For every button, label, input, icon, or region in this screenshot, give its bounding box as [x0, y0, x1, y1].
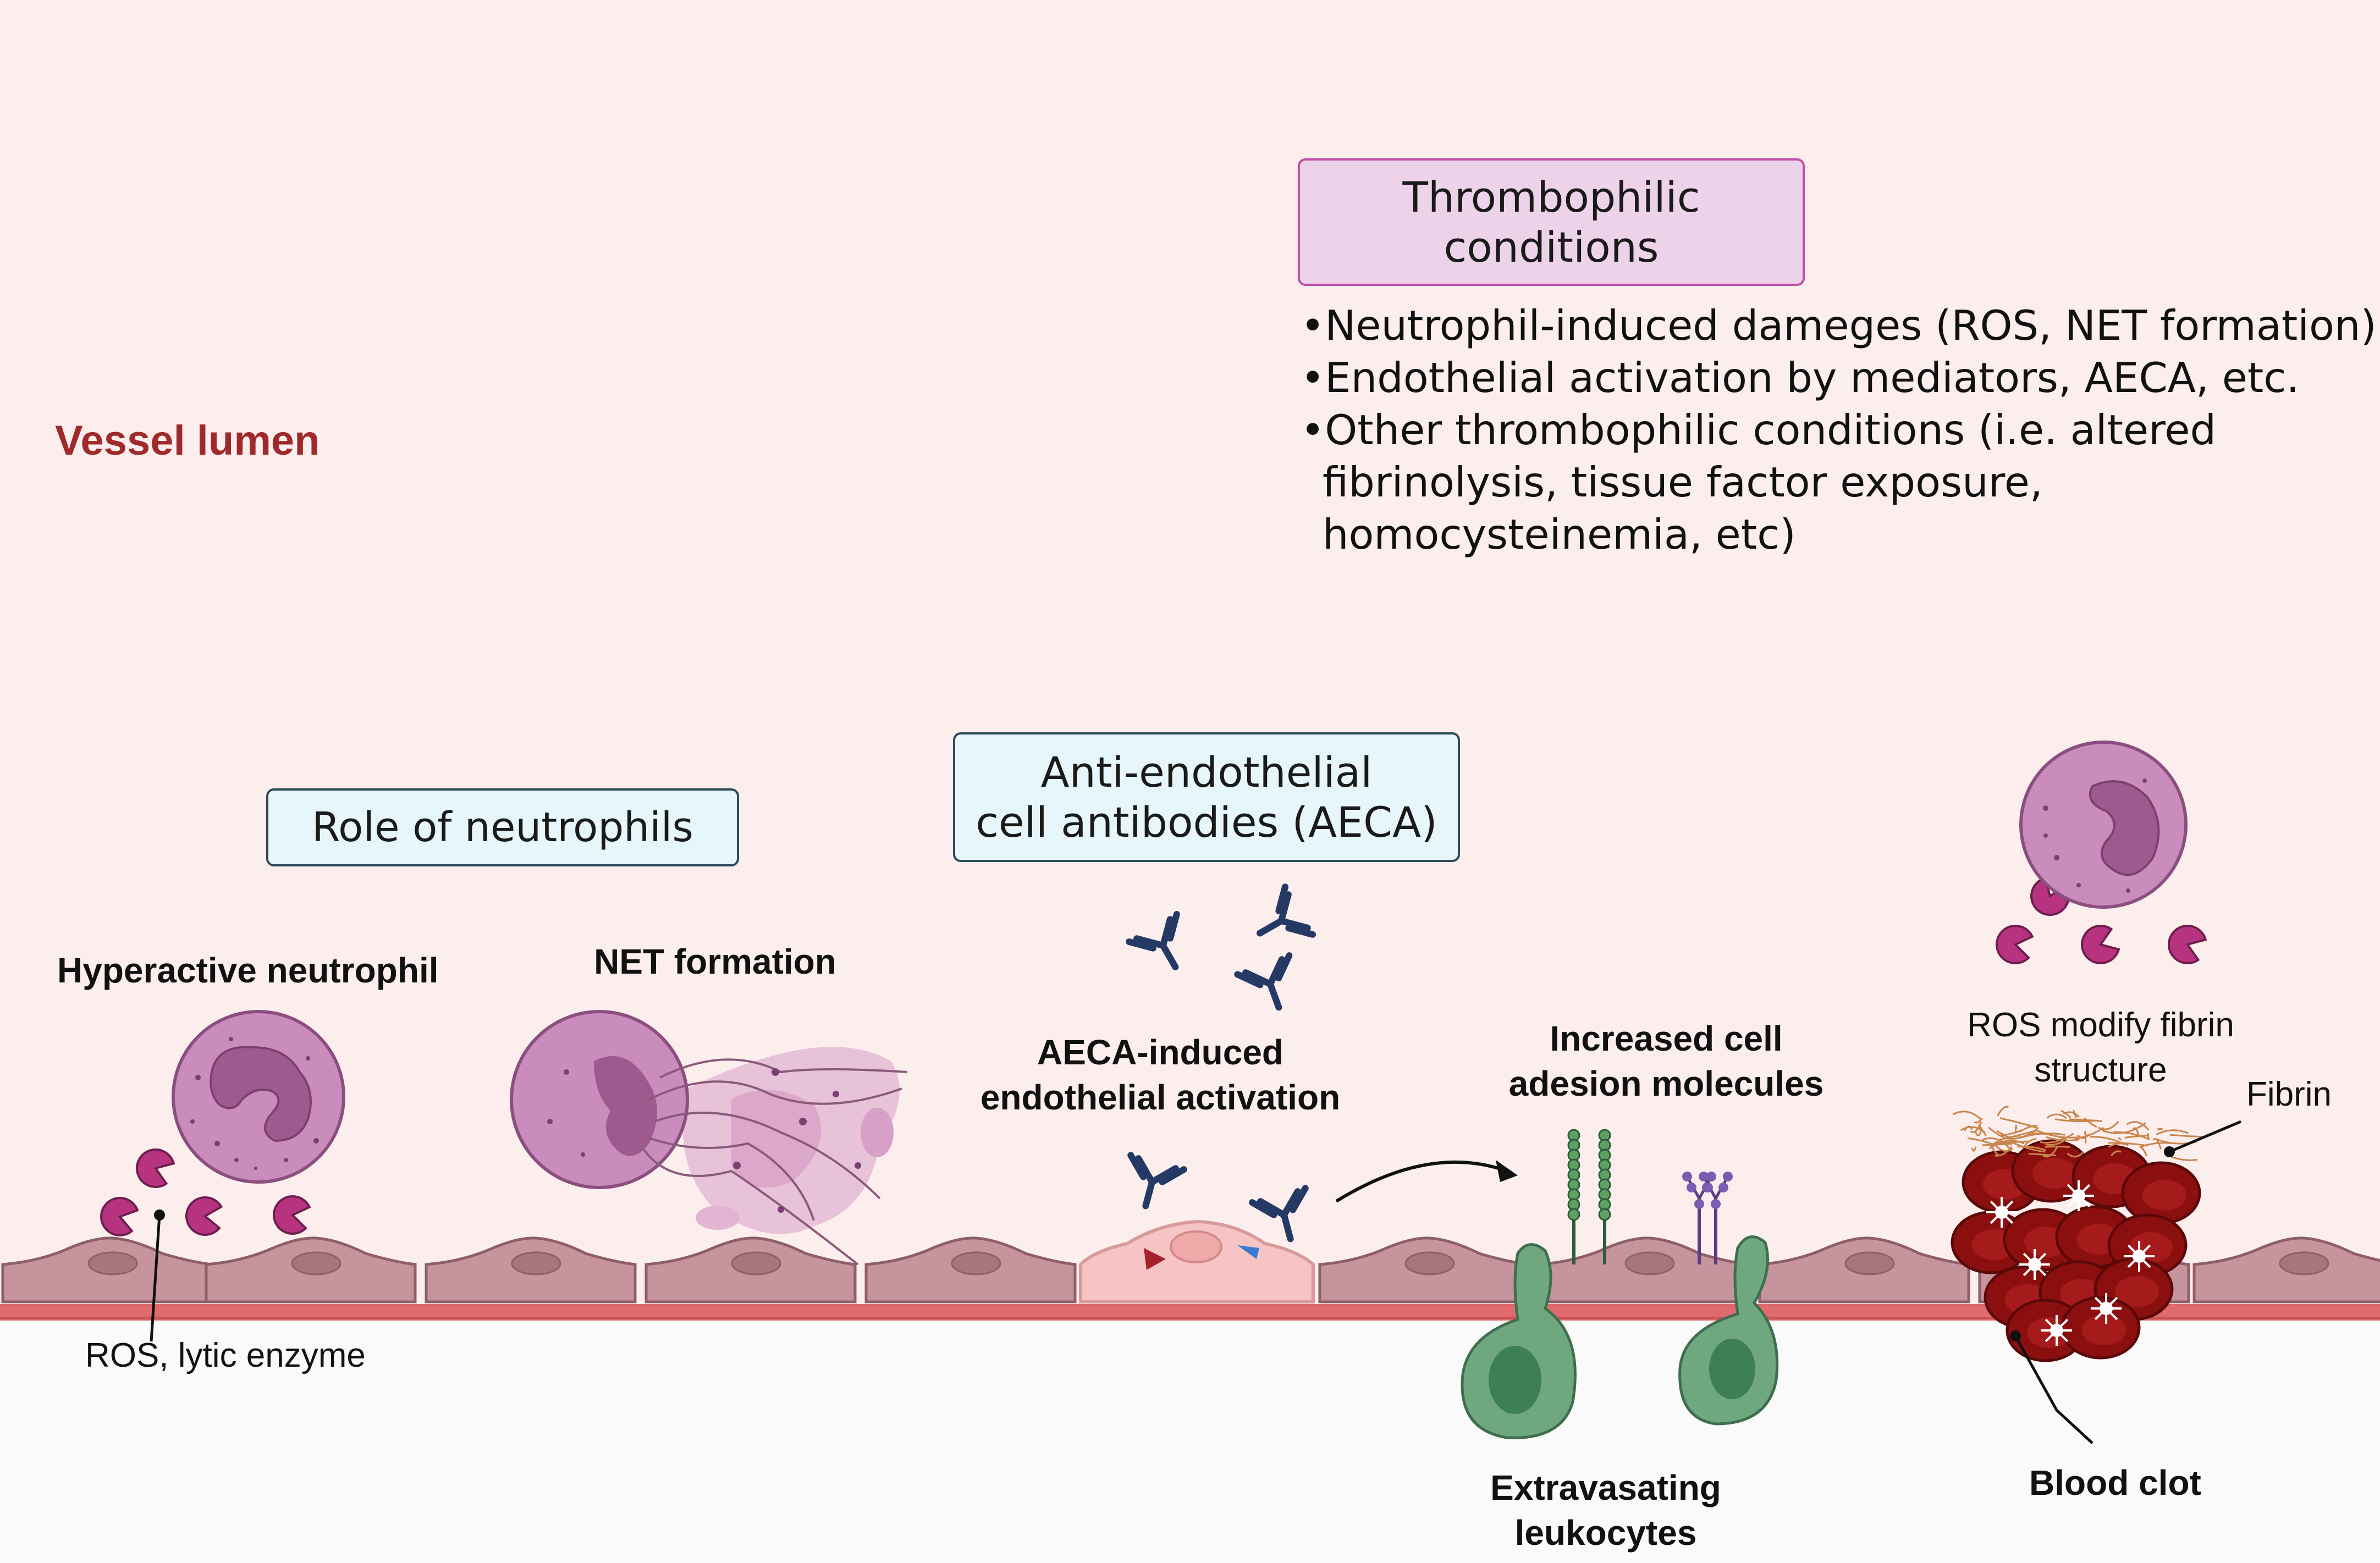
right-neutrophil-cell [2019, 741, 2188, 909]
ros-particles-right [1996, 876, 2207, 964]
fibrin-label: Fibrin [2246, 1075, 2332, 1113]
aeca-induced-label: AECA-induced endothelial activation [980, 1032, 1341, 1117]
hyperactive-neutrophil-cell [172, 1010, 345, 1184]
basement-membrane-edge [0, 1317, 2380, 1319]
ros-particle [2081, 925, 2120, 964]
curved-arrow [1335, 1160, 1518, 1203]
blood-clot-red-cells [1951, 1139, 2201, 1362]
net-formation-cell [510, 1010, 908, 1266]
extravasating-leukocyte-2 [1678, 1235, 1779, 1426]
ros-leader-line [150, 1209, 165, 1342]
antibody [1127, 1152, 1187, 1209]
thrombophilic-bullet-list: •Neutrophil-induced dameges (ROS, NET fo… [1301, 300, 2377, 561]
fibrin-leader-line [2164, 1120, 2241, 1157]
fibrin-mesh [1952, 1106, 2203, 1161]
endothelial-cell [2192, 1236, 2380, 1304]
ros-lytic-enzyme-label: ROS, lytic enzyme [85, 1336, 366, 1374]
antibody [1126, 910, 1180, 970]
bullet-other-cont-2: homocysteinemia, etc) [1323, 510, 1796, 559]
ros-modify-fibrin-label: ROS modify fibrin structure [1967, 1006, 2234, 1089]
role-of-neutrophils-box: Role of neutrophils [266, 788, 739, 866]
ros-particle [273, 1195, 311, 1235]
endothelial-cell [1, 1236, 213, 1304]
endothelial-cell [1538, 1236, 1750, 1304]
blood-clot-label: Blood clot [2029, 1463, 2201, 1503]
ros-particle [2168, 925, 2207, 964]
endothelial-cell [644, 1236, 857, 1304]
antibody [1257, 883, 1316, 938]
thrombophilic-conditions-box: Thrombophilic conditions [1298, 158, 1805, 286]
tissue-background [0, 1311, 2380, 1563]
antibody [1234, 952, 1293, 1011]
role-of-neutrophils-title: Role of neutrophils [312, 803, 693, 851]
ros-particles-left [100, 1148, 311, 1236]
blood-clot-leader-line [2010, 1330, 2093, 1444]
extravasating-leukocytes-label: Extravasating leukocytes [1490, 1468, 1721, 1553]
red-receptor [1144, 1248, 1166, 1270]
endothelial-layer [1, 1236, 2380, 1304]
ros-particle [100, 1197, 139, 1236]
thrombophilic-conditions-title: Thrombophilic conditions [1402, 172, 1700, 272]
extravasating-leukocyte-1 [1461, 1243, 1577, 1439]
aeca-box-title: Anti-endothelial cell antibodies (AECA) [976, 747, 1437, 847]
ros-particle [185, 1196, 223, 1236]
endothelial-cell [205, 1236, 417, 1304]
activated-endothelial-cell [1079, 1219, 1315, 1304]
bullet-other: •Other thrombophilic conditions (i.e. al… [1301, 406, 2217, 454]
endothelial-cell [425, 1236, 637, 1304]
vessel-lumen-label: Vessel lumen [55, 417, 320, 464]
endothelial-cell [864, 1236, 1077, 1304]
adhesion-molecules-purple [1682, 1172, 1733, 1264]
adhesion-molecules-green [1567, 1129, 1611, 1264]
net-formation-label: NET formation [594, 942, 836, 981]
antibody [1249, 1185, 1309, 1242]
bullet-other-cont-1: fibrinolysis, tissue factor exposure, [1323, 458, 2043, 506]
hyperactive-neutrophil-label: Hyperactive neutrophil [57, 951, 439, 990]
increased-adhesion-label: Increased cell adesion molecules [1508, 1019, 1824, 1103]
bullet-neutrophil: •Neutrophil-induced dameges (ROS, NET fo… [1301, 301, 2377, 350]
endothelial-cell [1318, 1236, 1530, 1304]
aeca-box: Anti-endothelial cell antibodies (AECA) [953, 732, 1460, 862]
antibodies [1126, 883, 1316, 1242]
ros-particle [136, 1148, 175, 1188]
ros-particle [1996, 925, 2034, 964]
endothelial-cell [1758, 1236, 1970, 1304]
bullet-endothelial: •Endothelial activation by mediators, AE… [1301, 354, 2300, 402]
blue-receptor [1237, 1245, 1259, 1259]
